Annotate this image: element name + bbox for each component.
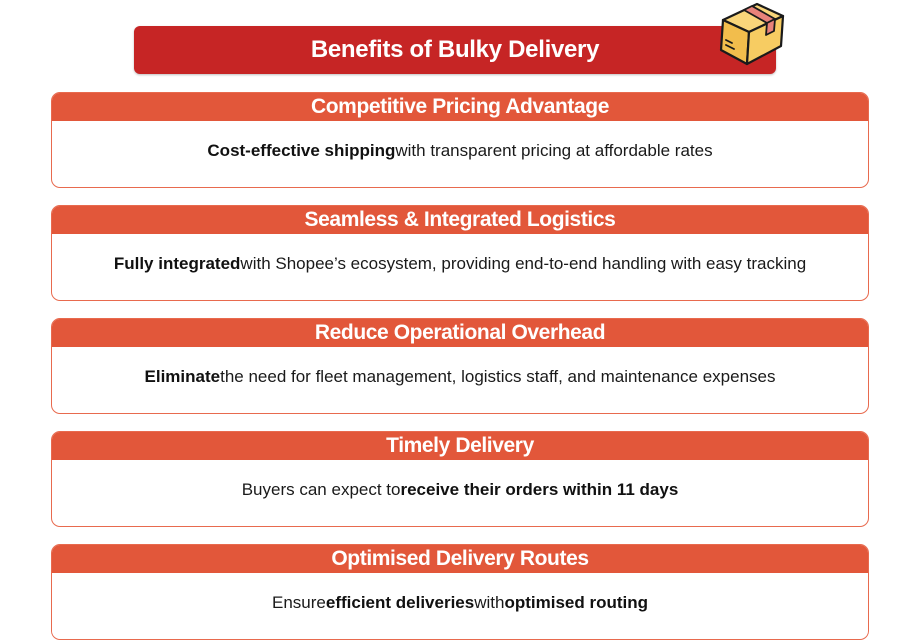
card-header: Optimised Delivery Routes <box>52 545 868 573</box>
body-text: Buyers can expect to <box>241 480 401 499</box>
card-title: Reduce Operational Overhead <box>314 321 606 344</box>
cardboard-box-icon <box>719 2 785 66</box>
card-title: Seamless & Integrated Logistics <box>304 208 616 231</box>
card-description: Buyers can expect to receive their order… <box>52 460 868 526</box>
body-text: with Shopee’s ecosystem, providing end-t… <box>240 254 807 273</box>
card-description: Eliminate the need for fleet management,… <box>52 347 868 413</box>
card-title: Competitive Pricing Advantage <box>310 95 610 118</box>
highlight-text: efficient deliveries <box>325 593 475 612</box>
benefit-card-timely: Timely Delivery Buyers can expect to rec… <box>51 431 869 527</box>
benefit-card-logistics: Seamless & Integrated Logistics Fully in… <box>51 205 869 301</box>
card-description: Cost-effective shipping with transparent… <box>52 121 868 187</box>
card-description: Ensure efficient deliveries with optimis… <box>52 573 868 639</box>
title-banner: Benefits of Bulky Delivery <box>134 26 776 74</box>
body-text: with <box>474 593 505 612</box>
benefit-card-pricing: Competitive Pricing Advantage Cost-effec… <box>51 92 869 188</box>
body-text: with transparent pricing at affordable r… <box>395 141 713 160</box>
highlight-text: Fully integrated <box>113 254 241 273</box>
body-text: the need for fleet management, logistics… <box>220 367 776 386</box>
card-title: Timely Delivery <box>386 434 534 457</box>
card-header: Timely Delivery <box>52 432 868 460</box>
benefit-card-routes: Optimised Delivery Routes Ensure efficie… <box>51 544 869 640</box>
benefit-card-overhead: Reduce Operational Overhead Eliminate th… <box>51 318 869 414</box>
card-header: Competitive Pricing Advantage <box>52 93 868 121</box>
card-title: Optimised Delivery Routes <box>331 547 589 570</box>
highlight-text: receive their orders within 11 days <box>400 480 679 499</box>
page-title: Benefits of Bulky Delivery <box>310 36 600 63</box>
highlight-text: optimised routing <box>504 593 648 612</box>
card-header: Reduce Operational Overhead <box>52 319 868 347</box>
highlight-text: Cost-effective shipping <box>207 141 396 160</box>
card-description: Fully integrated with Shopee’s ecosystem… <box>52 234 868 300</box>
card-header: Seamless & Integrated Logistics <box>52 206 868 234</box>
highlight-text: Eliminate <box>144 367 221 386</box>
body-text: Ensure <box>272 593 326 612</box>
